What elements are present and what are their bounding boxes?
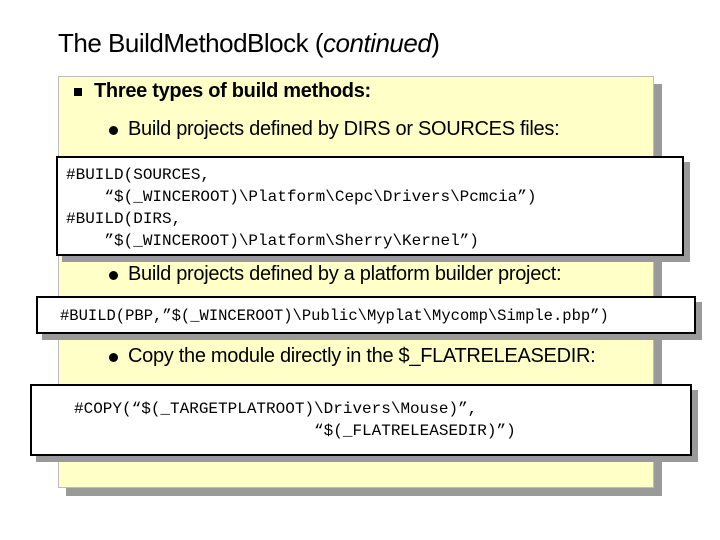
- code-line: #COPY(“$(_TARGETPLATROOT)\Drivers\Mouse)…: [74, 400, 478, 418]
- round-bullet-icon: [109, 353, 118, 362]
- code-block-dirs-sources: [56, 156, 684, 256]
- slide-title-emphasis: continued: [323, 28, 432, 58]
- code-line: #BUILD(SOURCES,: [66, 166, 211, 184]
- bullet-item-dirs-sources: Build projects defined by DIRS or SOURCE…: [128, 118, 560, 140]
- round-bullet-icon: [109, 271, 118, 280]
- round-bullet-icon: [109, 126, 118, 135]
- bullet-item-platform-builder: Build projects defined by a platform bui…: [128, 263, 562, 285]
- code-line: “$(_WINCEROOT)\Platform\Cepc\Drivers\Pcm…: [66, 188, 537, 206]
- code-line: #BUILD(DIRS,: [66, 210, 182, 228]
- slide-title: The BuildMethodBlock (continued): [58, 28, 440, 59]
- slide-title-end: ): [431, 28, 440, 58]
- code-block-platform-builder: [36, 296, 696, 334]
- code-line: “$(_FLATRELEASEDIR)”): [74, 422, 516, 440]
- bullet-item-copy-module: Copy the module directly in the $_FLATRE…: [128, 345, 596, 367]
- code-block-copy-module: [30, 384, 692, 456]
- code-line: ”$(_WINCEROOT)\Platform\Sherry\Kernel”): [66, 232, 479, 250]
- code-line: #BUILD(PBP,”$(_WINCEROOT)\Public\Myplat\…: [60, 307, 609, 325]
- square-bullet-icon: [74, 88, 82, 96]
- slide-title-main: The BuildMethodBlock (: [58, 28, 324, 58]
- section-heading: Three types of build methods:: [94, 80, 371, 102]
